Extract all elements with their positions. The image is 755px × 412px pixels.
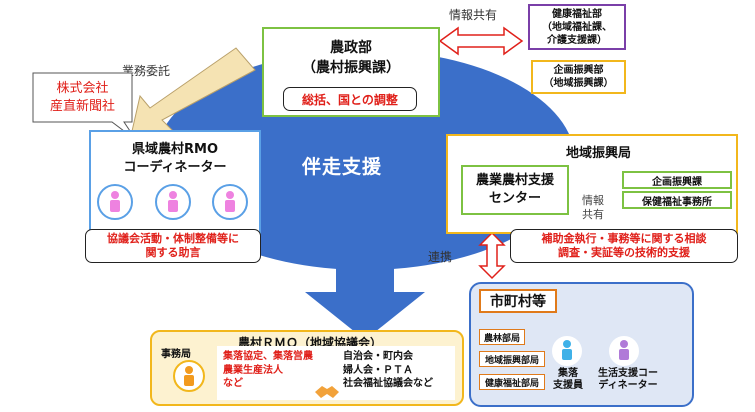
company-line2: 産直新聞社 [49,99,115,114]
bureau-health-box: 保健福祉事務所 [622,191,732,209]
life-support-coordinator-label: 生活支援コー ディネーター [592,368,664,391]
down-arrow [305,255,425,340]
bureau-info-share-label: 情報 共有 [582,194,604,223]
bureau-role1: 補助金執行・事務等に関する相談 [541,231,707,245]
municipality-dept1: 農林部局 [479,329,525,345]
coordinator-title2: コーディネーター [123,160,227,175]
ministry-title: 農政部 [330,40,372,56]
health-dept-box: 健康福祉部 （地域福祉課、 介護支援課） [528,4,626,50]
regional-bureau-title: 地域振興局 [566,146,632,161]
municipality-person-figures [562,340,629,360]
coordinator-person-figures [110,191,235,212]
secretariat-person-figure [184,366,194,386]
handshake-icon [315,386,339,398]
planning-dept-box: 企画振興部 （地域振興課） [531,60,626,94]
rmo-members2: 自治会・町内会 婦人会・ＰＴＡ 社会福祉協議会など [343,350,433,391]
bureau-role: 補助金執行・事務等に関する相談 調査・実証等の技術的支援 [510,229,738,263]
municipality-title: 市町村等 [490,294,546,310]
municipality-dept1-label: 農林部局 [483,333,520,344]
coordinator-role: 協議会活動・体制整備等に 関する助言 [85,229,261,263]
info-share-double-arrow [438,26,524,56]
municipality-dept2-label: 地域振興部局 [484,355,539,366]
cooperation-double-arrow [478,231,506,280]
rmo-members2-1: 自治会・町内会 [343,351,413,362]
rmo-secretariat: 事務局 [161,349,191,360]
rmo-members1-3: など [223,378,243,389]
cooperation-label: 連携 [428,250,453,264]
coordinator-title1: 県域農村RMO [132,142,218,157]
planning-dept-line1: 企画振興部 [553,65,604,76]
company-line1: 株式会社 [56,81,109,97]
coordinator-role1: 協議会活動・体制整備等に [107,231,239,245]
company-name: 株式会社 産直新聞社 [33,74,132,122]
support-center-line2: センター [488,191,541,206]
bureau-health-label: 保健福祉事務所 [642,196,712,208]
bureau-info2: 共有 [582,208,604,222]
staff2-1: 生活支援コー [598,368,658,379]
health-dept-line2: （地域福祉課、 [542,22,612,33]
health-dept-line3: 介護支援課） [547,35,607,46]
rmo-members2-2: 婦人会・ＰＴＡ [343,364,413,376]
rmo-members2-3: 社会福祉協議会など [343,378,433,389]
rmo-members-box: 集落協定、集落営農 農業生産法人 など 自治会・町内会 婦人会・ＰＴＡ 社会福祉… [217,346,455,400]
municipality-dept3-label: 健康福祉部局 [484,378,539,389]
municipality-dept3: 健康福祉部局 [479,374,545,390]
planning-dept-line2: （地域振興課） [543,78,614,89]
village-supporter-label: 集落 支援員 [547,368,589,391]
bureau-info1: 情報 [582,194,604,207]
info-share-label: 情報共有 [449,8,498,22]
rmo-members1: 集落協定、集落営農 農業生産法人 など [223,350,313,391]
health-dept-line1: 健康福祉部 [552,9,602,20]
rmo-members1-2: 農業生産法人 [223,364,283,376]
staff2-2: ディネーター [598,379,658,391]
bureau-planning-label: 企画振興課 [652,176,702,188]
bureau-planning-box: 企画振興課 [622,171,732,189]
municipality-dept2: 地域振興部局 [479,351,545,367]
center-support-label: 伴走支援 [302,156,383,178]
rmo-members1-1: 集落協定、集落営農 [223,351,313,362]
ministry-role: 総括、国との調整 [283,87,417,111]
outsourcing-label: 業務委託 [122,64,171,78]
bureau-role2: 調査・実証等の技術的支援 [558,246,690,259]
staff1-2: 支援員 [553,379,583,391]
outsourcing-arrow [129,47,256,141]
municipality-title-box: 市町村等 [479,289,557,313]
support-center-line1: 農業農村支援 [475,173,554,189]
staff1-1: 集落 [558,368,578,379]
ministry-subtitle: （農村振興課） [302,60,400,76]
support-center-box: 農業農村支援 センター [461,165,569,215]
coordinator-role2: 関する助言 [145,246,201,259]
